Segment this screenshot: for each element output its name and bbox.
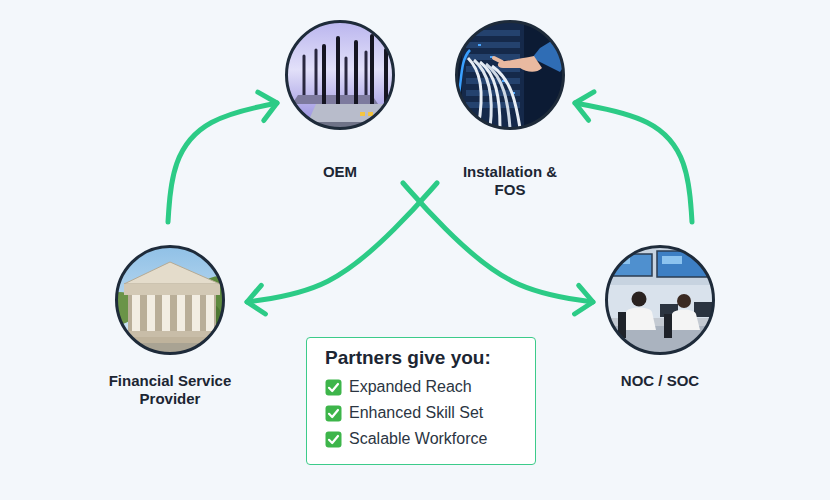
node-label: NOC / SOC — [600, 372, 720, 390]
check-square — [326, 405, 342, 421]
benefits-box: Partners give you: Expanded ReachEnhanced… — [306, 337, 536, 465]
benefit-item: Expanded Reach — [349, 377, 472, 397]
circle-border — [117, 247, 224, 354]
circle-outline — [605, 245, 715, 355]
arrow-head — [247, 285, 265, 314]
photo-detail — [662, 256, 682, 264]
photo-detail — [315, 50, 318, 96]
rack-photo — [455, 20, 568, 130]
photo-detail — [147, 295, 155, 331]
photo-detail — [360, 112, 365, 116]
check-square — [326, 379, 342, 395]
partner-node: Financial Service Provider — [95, 245, 245, 408]
arrow-head — [258, 92, 277, 120]
arrow-head — [575, 285, 593, 314]
partner-node: Installation & FOS — [450, 20, 570, 199]
circle-outline — [455, 20, 565, 130]
arrow-head — [575, 92, 594, 121]
photo-detail — [384, 112, 389, 116]
partner-node: NOC / SOC — [600, 245, 720, 390]
photo-detail — [664, 314, 672, 338]
building-photo — [104, 245, 246, 355]
photo-detail — [124, 284, 220, 295]
flow-arrow — [168, 92, 277, 222]
photo-detail — [128, 295, 216, 331]
arrow-line — [168, 103, 277, 222]
photo-detail — [370, 36, 374, 106]
partner-node: OEM — [280, 20, 400, 181]
photo-detail — [354, 42, 358, 106]
circle-border — [457, 22, 564, 129]
photo-detail — [694, 302, 712, 317]
photo-detail — [345, 58, 348, 96]
box-heading: Partners give you: — [325, 346, 517, 370]
office-photo — [605, 245, 715, 355]
photo-detail — [622, 308, 656, 331]
node-label: Installation & FOS — [450, 163, 570, 199]
photo-detail — [132, 295, 140, 331]
photo-detail — [162, 295, 170, 331]
photo-detail — [177, 295, 185, 331]
circle-border — [607, 247, 714, 354]
arrow-line — [575, 103, 692, 222]
photo-detail — [605, 245, 715, 355]
router-photo — [285, 20, 400, 130]
arrow-line — [247, 183, 437, 302]
flow-arrow — [403, 183, 593, 314]
photo-detail — [322, 46, 326, 106]
arrow-line — [403, 183, 593, 302]
photo-detail — [115, 245, 225, 355]
node-label: OEM — [280, 163, 400, 181]
check-mark — [329, 410, 338, 417]
check-mark — [329, 384, 338, 391]
benefit-row: Enhanced Skill Set — [325, 400, 517, 426]
photo-detail — [308, 104, 400, 122]
photo-detail — [336, 38, 340, 106]
photo-detail — [455, 20, 565, 130]
photo-detail — [365, 52, 368, 96]
flow-arrow — [247, 183, 437, 314]
check-square — [326, 431, 342, 447]
photo-detail — [677, 294, 691, 308]
photo-detail — [478, 44, 481, 46]
benefit-row: Scalable Workforce — [325, 426, 517, 452]
photo-detail — [632, 292, 647, 307]
photo-detail — [303, 56, 306, 96]
photo-detail — [368, 112, 373, 116]
photo-detail — [486, 64, 510, 128]
photo-detail — [498, 56, 542, 72]
benefit-item: Scalable Workforce — [349, 429, 487, 449]
photo-detail — [122, 331, 222, 337]
photo-detail — [466, 102, 520, 108]
benefit-item: Enhanced Skill Set — [349, 403, 483, 423]
photo-detail — [292, 95, 378, 104]
photo-detail — [492, 66, 520, 128]
check-icon — [325, 431, 342, 448]
photo-detail — [192, 295, 200, 331]
benefit-row: Expanded Reach — [325, 374, 517, 400]
circle-outline — [285, 20, 395, 130]
photo-detail — [124, 262, 220, 284]
check-mark — [329, 436, 338, 443]
photo-detail — [466, 42, 520, 48]
check-icon — [325, 379, 342, 396]
photo-detail — [494, 58, 502, 62]
circle-border — [287, 22, 394, 129]
photo-detail — [470, 32, 473, 34]
photo-detail — [206, 295, 214, 331]
circle-outline — [115, 245, 225, 355]
photo-detail — [668, 310, 700, 331]
check-icon — [325, 405, 342, 422]
flow-arrow — [575, 92, 692, 222]
node-label: Financial Service Provider — [95, 372, 245, 408]
